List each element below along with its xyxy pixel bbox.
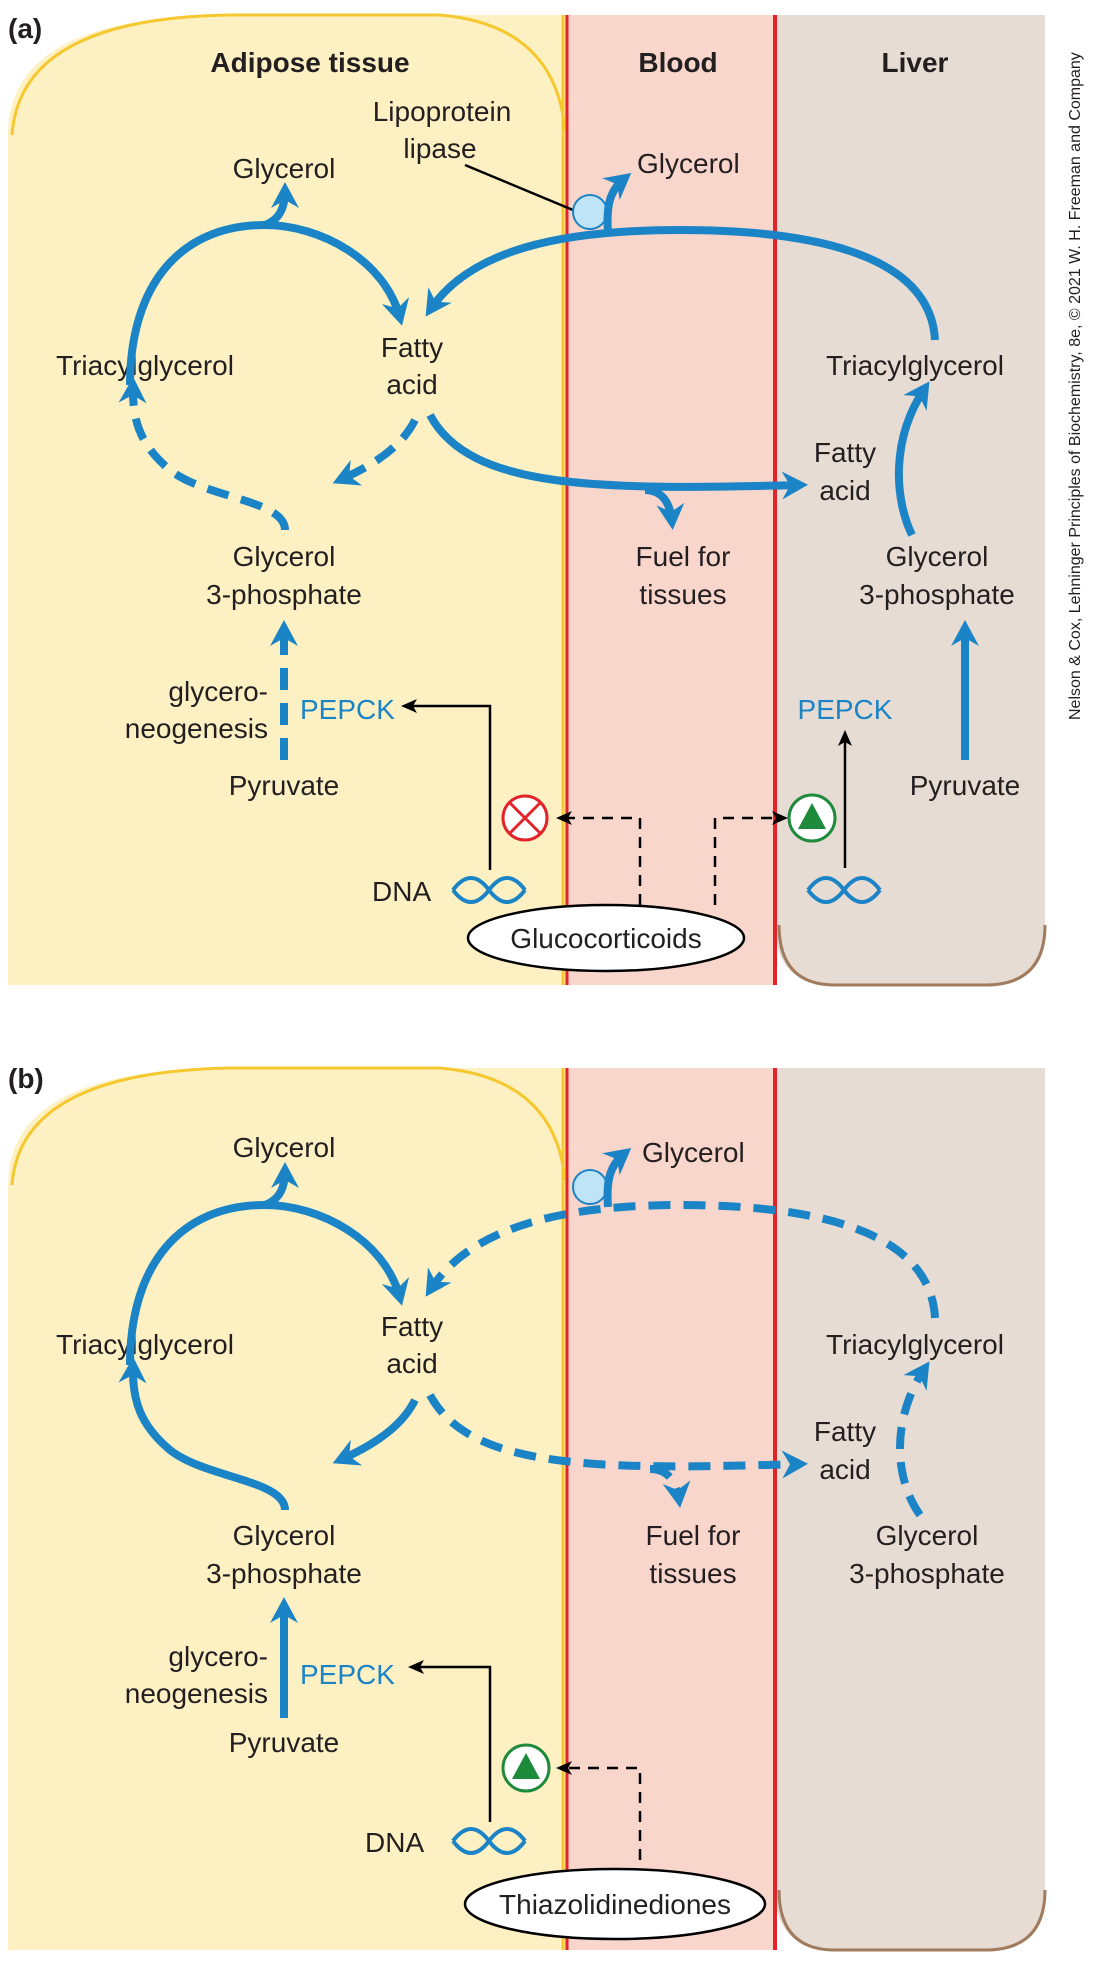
arrow-lipase-glycerol-b xyxy=(602,1147,632,1208)
glucocorticoids-label: Glucocorticoids xyxy=(510,923,701,954)
arrow-fattyacid-to-cycle-b xyxy=(332,1398,419,1466)
blood-region-a xyxy=(565,15,775,985)
header-blood: Blood xyxy=(638,47,717,78)
liver-fatty-acid-a-line1: Fatty xyxy=(814,437,876,468)
liver-g3p-a-line1: Glycerol xyxy=(886,541,989,572)
fuel-for-tissues-a-line1: Fuel for xyxy=(636,541,731,572)
copyright-credit: Nelson & Cox, Lehninger Principles of Bi… xyxy=(1067,52,1084,720)
arrow-fuel-for-tissues-a xyxy=(644,486,685,530)
activate-symbol-a xyxy=(787,793,837,843)
blood-glycerol-a: Glycerol xyxy=(637,148,740,179)
lipoprotein-lipase-line1: Lipoprotein xyxy=(373,96,512,127)
arrow-lipase-glycerol-a xyxy=(602,172,632,233)
arrow-tag-to-glycerol-a xyxy=(126,220,410,386)
liver-pyruvate-a: Pyruvate xyxy=(910,770,1021,801)
arrow-fattyacid-to-cycle-a xyxy=(332,418,419,486)
adipose-fatty-acid-a-line1: Fatty xyxy=(381,332,443,363)
thiazolidinediones-oval xyxy=(463,1867,767,1941)
adipose-membrane-a xyxy=(10,13,567,136)
adipose-triacylglycerol-a: Triacylglycerol xyxy=(56,350,234,381)
arrow-g3p-to-tag-b xyxy=(118,1357,289,1511)
arrow-tag-to-glycerol-b xyxy=(126,1200,410,1366)
lipoprotein-lipase-pointer-a xyxy=(464,163,574,212)
glucocorticoids-oval xyxy=(466,903,746,973)
adipose-g3p-a-line1: Glycerol xyxy=(233,541,336,572)
glyceroneogenesis-a-line2: neogenesis xyxy=(125,713,268,744)
panel-b: (b) Glycerol Triacylglycerol Fatty acid … xyxy=(8,1063,1047,1952)
panel-a: (a) Adipose tissue Blood Liver Glycerol … xyxy=(8,13,1047,987)
liver-g3p-b-line1: Glycerol xyxy=(876,1520,979,1551)
activate-symbol-b xyxy=(501,1743,551,1793)
header-liver: Liver xyxy=(882,47,949,78)
arrow-liver-g3p-to-tag-b xyxy=(896,1361,930,1518)
panel-b-label: (b) xyxy=(8,1063,44,1094)
arrow-glycerol-release-a xyxy=(263,182,299,229)
adipose-g3p-b-line1: Glycerol xyxy=(233,1520,336,1551)
arrow-liver-tag-to-adipose-fa-a xyxy=(425,225,939,341)
adipose-glycerol-b: Glycerol xyxy=(233,1132,336,1163)
adipose-fatty-acid-b-line1: Fatty xyxy=(381,1311,443,1342)
arrow-liver-tag-to-adipose-fa-b xyxy=(425,1200,939,1319)
fuel-for-tissues-b-line2: tissues xyxy=(649,1558,736,1589)
lipoprotein-lipase-line2: lipase xyxy=(403,133,476,164)
arrow-glycerol-release-b xyxy=(263,1162,299,1209)
glucocorticoid-activate-arrow xyxy=(713,811,788,905)
arrow-adipose-fa-to-liver-fa-b xyxy=(426,1393,808,1479)
adipose-fatty-acid-a-line2: acid xyxy=(386,369,437,400)
adipose-pepck-b: PEPCK xyxy=(300,1659,395,1690)
blood-region-b xyxy=(565,1068,775,1950)
liver-membrane-b xyxy=(777,1889,1047,1952)
thiazolidinediones-label: Thiazolidinediones xyxy=(499,1889,731,1920)
lipoprotein-lipase-icon-b xyxy=(572,1169,608,1205)
liver-g3p-b-line2: 3-phosphate xyxy=(849,1558,1005,1589)
pepck-expression-arrow-a xyxy=(401,699,492,870)
arrow-fuel-for-tissues-b xyxy=(649,1465,691,1508)
inhibit-symbol-a xyxy=(501,794,549,842)
adipose-pyruvate-a: Pyruvate xyxy=(229,770,340,801)
blood-glycerol-b: Glycerol xyxy=(642,1137,745,1168)
fuel-for-tissues-a-line2: tissues xyxy=(639,579,726,610)
arrow-liver-fa-to-tag-a xyxy=(894,381,930,537)
liver-fatty-acid-a-line2: acid xyxy=(819,475,870,506)
adipose-cell-a xyxy=(8,15,565,985)
adipose-pepck-a: PEPCK xyxy=(300,694,395,725)
dna-label-b: DNA xyxy=(365,1827,424,1858)
adipose-triacylglycerol-b: Triacylglycerol xyxy=(56,1329,234,1360)
lipoprotein-lipase-icon-a xyxy=(572,194,608,230)
liver-g3p-a-line2: 3-phosphate xyxy=(859,579,1015,610)
liver-membrane-a xyxy=(777,924,1047,987)
dna-label-a: DNA xyxy=(372,876,431,907)
liver-fatty-acid-b-line2: acid xyxy=(819,1454,870,1485)
adipose-fatty-acid-b-line2: acid xyxy=(386,1348,437,1379)
fuel-for-tissues-b-line1: Fuel for xyxy=(646,1520,741,1551)
header-adipose: Adipose tissue xyxy=(210,47,409,78)
arrow-adipose-fa-to-liver-fa-a xyxy=(426,413,808,500)
glyceroneogenesis-a-line1: glycero- xyxy=(168,676,268,707)
adipose-pyruvate-b: Pyruvate xyxy=(229,1727,340,1758)
glucocorticoid-inhibit-arrow xyxy=(556,811,642,905)
adipose-g3p-b-line2: 3-phosphate xyxy=(206,1558,362,1589)
liver-pepck-a: PEPCK xyxy=(798,694,893,725)
liver-triacylglycerol-a: Triacylglycerol xyxy=(826,350,1004,381)
pepck-expression-arrow-b xyxy=(408,1660,492,1822)
glyceroneogenesis-b-line1: glycero- xyxy=(168,1641,268,1672)
liver-triacylglycerol-b: Triacylglycerol xyxy=(826,1329,1004,1360)
adipose-membrane-b xyxy=(10,1066,567,1186)
glyceroneogenesis-b-line2: neogenesis xyxy=(125,1678,268,1709)
adipose-g3p-a-line2: 3-phosphate xyxy=(206,579,362,610)
adipose-glycerol-a: Glycerol xyxy=(233,153,336,184)
liver-cell-b xyxy=(775,1068,1045,1950)
panel-a-label: (a) xyxy=(8,13,42,44)
liver-fatty-acid-b-line1: Fatty xyxy=(814,1416,876,1447)
